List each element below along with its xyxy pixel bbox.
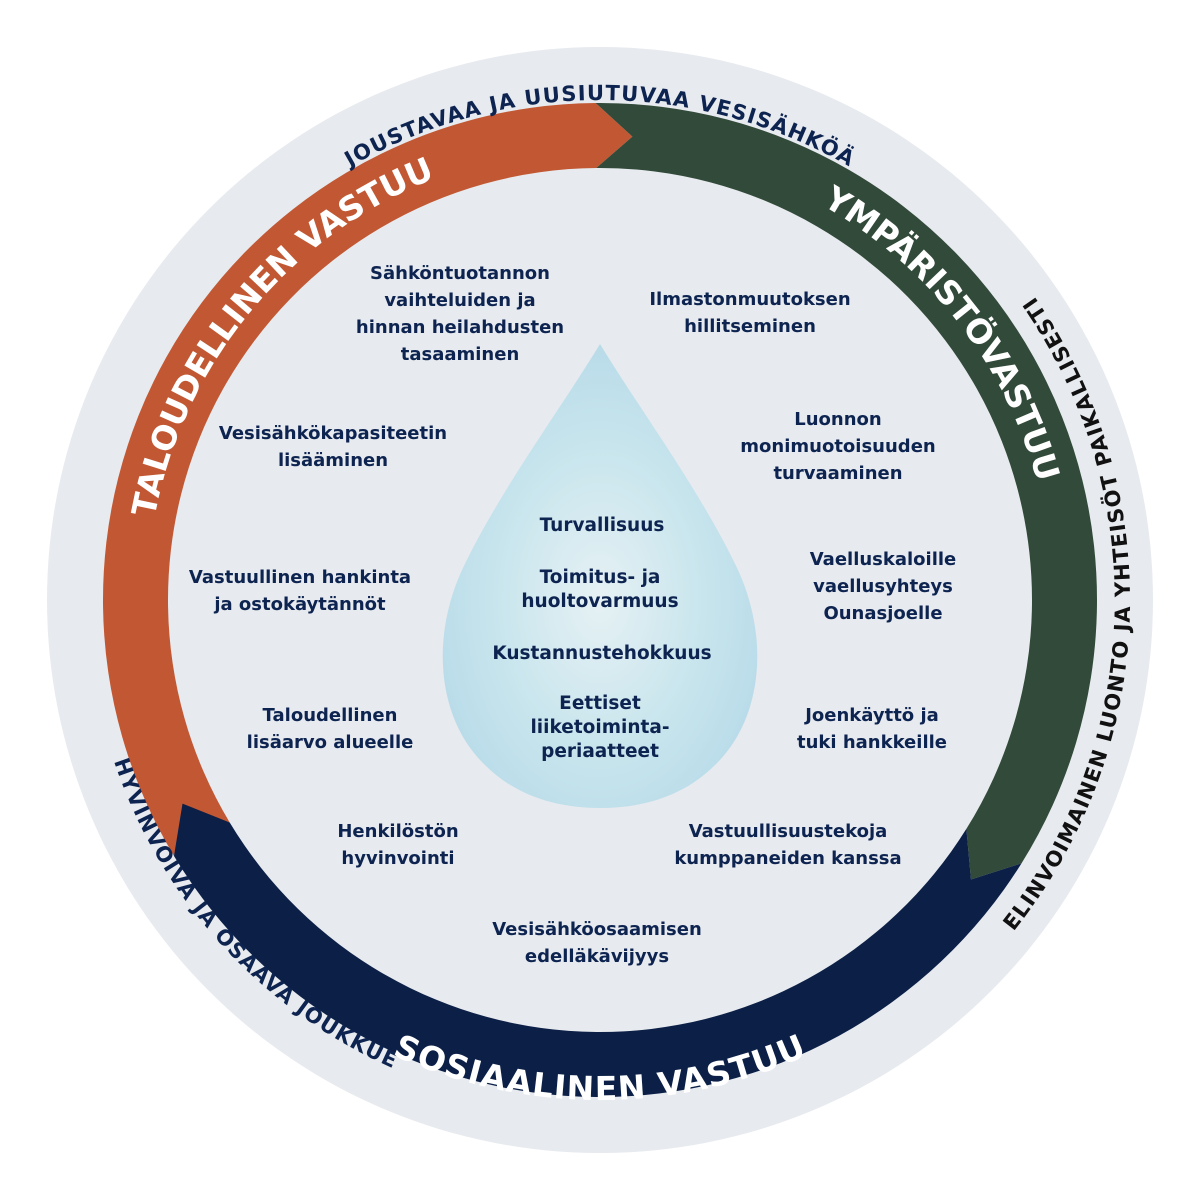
item-economic-4: Taloudellinen lisäarvo alueelle — [246, 705, 414, 753]
item-social-1: Henkilöstön hyvinvointi — [337, 821, 459, 869]
item-economic-3: Vastuullinen hankinta ja ostokäytännöt — [188, 567, 412, 615]
core-value-2: Toimitus- ja huoltovarmuus — [521, 567, 679, 612]
item-environmental-1: Ilmastonmuutoksen hillitseminen — [649, 289, 851, 337]
core-value-3: Kustannustehokkuus — [492, 643, 712, 664]
item-environmental-3: Vaelluskaloille vaellusyhteys Ounasjoell… — [809, 549, 957, 624]
core-value-4: Eettiset liiketoiminta- periaatteet — [530, 693, 670, 762]
environmental-arrow-segment — [595, 103, 1097, 880]
item-environmental-2: Luonnon monimuotoisuuden turvaaminen — [740, 409, 936, 484]
water-drop — [442, 344, 758, 808]
economic-arrow-segment — [103, 103, 633, 856]
item-economic-1: Sähköntuotannon vaihteluiden ja hinnan h… — [355, 263, 565, 365]
item-environmental-4: Joenkäyttö ja tuki hankkeille — [797, 705, 947, 753]
item-social-3: Vesisähköosaamisen edelläkävijyys — [492, 919, 702, 967]
item-social-2: Vastuullisuustekoja kumppaneiden kanssa — [674, 821, 902, 869]
item-economic-2: Vesisähkökapasiteetin lisääminen — [218, 423, 448, 471]
core-value-1: Turvallisuus — [539, 515, 665, 536]
social-arrow-segment — [173, 803, 1022, 1097]
